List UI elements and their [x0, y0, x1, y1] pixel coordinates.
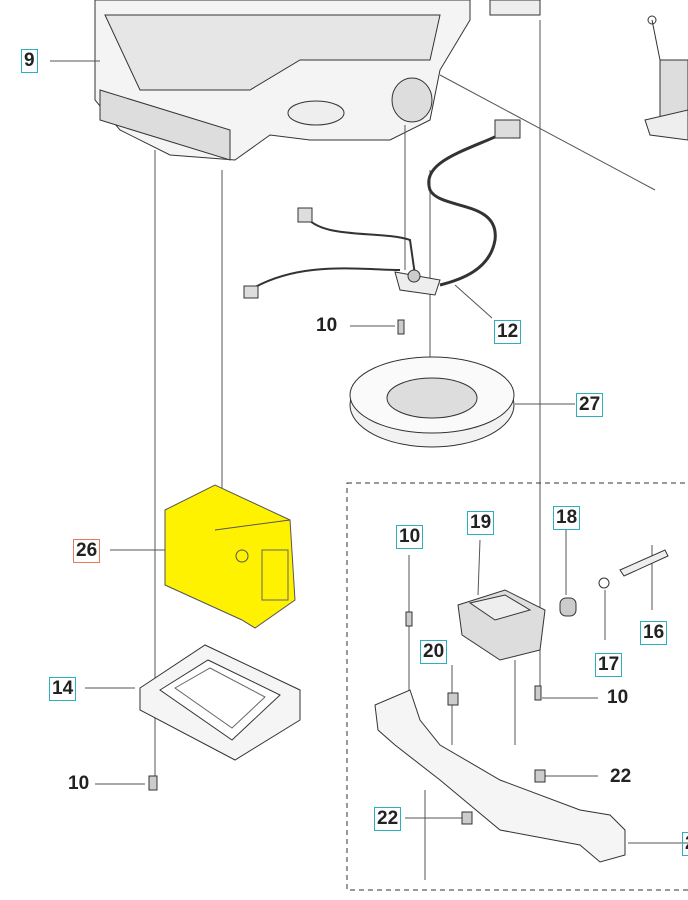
callout-20[interactable]: 20 [420, 640, 448, 664]
callout-10[interactable]: 10 [396, 525, 424, 549]
callout-10[interactable]: 10 [68, 773, 90, 794]
callout-14[interactable]: 14 [49, 677, 77, 701]
callout-22[interactable]: 22 [610, 766, 632, 787]
sub-assembly-frame [346, 482, 688, 891]
callout-2x-cropped[interactable]: 2 [682, 832, 688, 856]
ring-part [349, 356, 515, 448]
callout-17[interactable]: 17 [595, 653, 623, 677]
motor-part [644, 15, 688, 141]
callout-27[interactable]: 27 [576, 393, 604, 417]
bracket-part [447, 549, 669, 706]
battery-part-highlighted [164, 484, 296, 629]
callout-22[interactable]: 22 [374, 807, 402, 831]
screw-part [148, 319, 542, 791]
callout-10[interactable]: 10 [316, 315, 338, 336]
callout-26[interactable]: 26 [73, 539, 101, 563]
callout-18[interactable]: 18 [553, 506, 581, 530]
chassis-part [94, 0, 541, 161]
arm-part [374, 689, 626, 863]
callout-9[interactable]: 9 [21, 49, 38, 73]
cable-harness [243, 119, 521, 299]
callout-19[interactable]: 19 [467, 511, 495, 535]
battery-tray [139, 644, 301, 761]
callout-16[interactable]: 16 [640, 621, 668, 645]
leader-lines [50, 20, 688, 880]
callout-12[interactable]: 12 [494, 320, 522, 344]
callout-10[interactable]: 10 [607, 687, 629, 708]
